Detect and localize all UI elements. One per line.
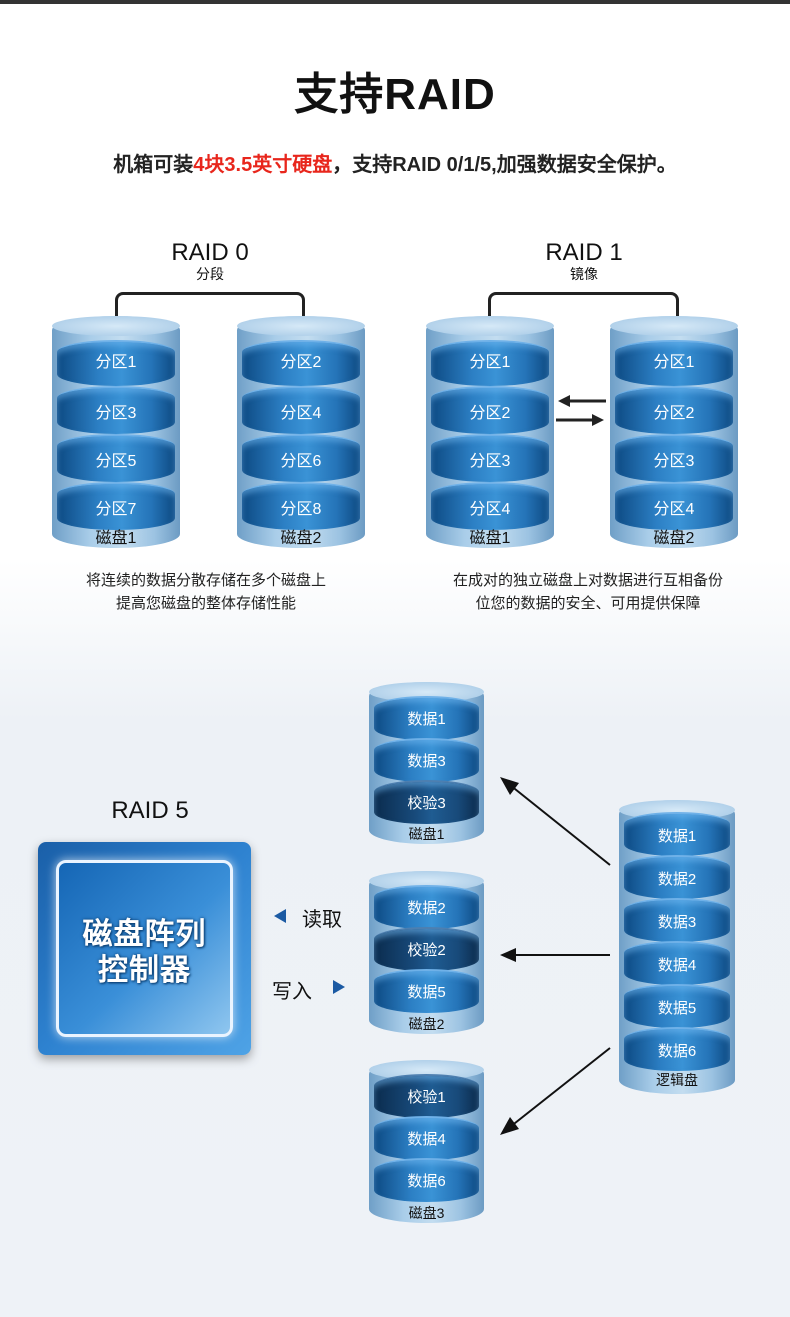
partition-block: 分区3 [615, 434, 733, 482]
data-block: 数据4 [374, 1116, 479, 1160]
data-block: 数据3 [624, 898, 730, 942]
partition-block: 分区8 [242, 482, 360, 530]
raid0-sub: 分段 [196, 266, 224, 282]
raid0-heading: RAID 0 分段 [110, 239, 310, 283]
partition-block: 分区1 [615, 340, 733, 386]
data-block: 数据4 [624, 941, 730, 985]
parity-block: 校验3 [374, 780, 479, 824]
top-border [0, 0, 790, 4]
raid1-connector [488, 292, 679, 331]
partition-block: 分区2 [615, 386, 733, 434]
partition-block: 分区1 [431, 340, 549, 386]
raid0-description: 将连续的数据分散存储在多个磁盘上 提高您磁盘的整体存储性能 [36, 569, 376, 615]
read-arrow-icon [274, 909, 286, 923]
controller-line: 磁盘阵列 [82, 918, 207, 951]
disk-array-controller: 磁盘阵列 控制器 [38, 842, 251, 1055]
partition-block: 分区2 [242, 340, 360, 386]
raid0-name: RAID 0 [171, 239, 249, 266]
data-block: 数据5 [624, 984, 730, 1028]
partition-block: 分区3 [57, 386, 175, 434]
raid5-heading: RAID 5 [50, 798, 250, 824]
disk-label: 磁盘2 [408, 1016, 445, 1032]
desc-line: 提高您磁盘的整体存储性能 [115, 595, 296, 612]
raid5-disk1: 数据1 数据3 校验3 磁盘1 [369, 682, 484, 844]
write-label: 写入 [272, 981, 312, 1003]
disk-label: 磁盘2 [653, 530, 695, 547]
mirror-arrow-icon [556, 395, 606, 426]
desc-line: 将连续的数据分散存储在多个磁盘上 [85, 572, 326, 589]
disk-label: 磁盘1 [95, 530, 137, 547]
raid1-heading: RAID 1 镜像 [484, 239, 684, 283]
partition-block: 分区2 [431, 386, 549, 434]
disk-label: 磁盘2 [280, 530, 322, 547]
raid5-name: RAID 5 [111, 797, 189, 824]
logical-disk: 数据1 数据2 数据3 数据4 数据5 数据6 逻辑盘 [619, 800, 735, 1094]
partition-block: 分区1 [57, 340, 175, 386]
subtitle-prefix: 机箱可装 [113, 154, 194, 176]
raid1-name: RAID 1 [545, 239, 623, 266]
raid5-distribution-arrow-icon [500, 777, 611, 1135]
data-block: 数据3 [374, 738, 479, 782]
raid0-connector [115, 292, 305, 331]
write-arrow-icon [333, 980, 345, 994]
page-title: 支持RAID [294, 70, 496, 119]
subtitle-highlight: 4块3.5英寸硬盘 [193, 154, 333, 176]
data-block: 数据6 [374, 1158, 479, 1202]
parity-block: 校验1 [374, 1074, 479, 1118]
partition-block: 分区4 [615, 482, 733, 530]
disk-label: 磁盘1 [469, 530, 511, 547]
subtitle-suffix: ，支持RAID 0/1/5,加强数据安全保护。 [332, 154, 677, 176]
partition-block: 分区6 [242, 434, 360, 482]
partition-block: 分区3 [431, 434, 549, 482]
raid1-disk2: 分区1 分区2 分区3 分区4 磁盘2 [610, 316, 738, 548]
raid0-disk2: 分区2 分区4 分区6 分区8 磁盘2 [237, 316, 365, 548]
disk-label: 磁盘1 [408, 826, 445, 842]
controller-line: 控制器 [98, 954, 191, 987]
desc-line: 位您的数据的安全、可用提供保障 [475, 595, 701, 612]
partition-block: 分区5 [57, 434, 175, 482]
raid5-disk3: 校验1 数据4 数据6 磁盘3 [369, 1060, 484, 1223]
read-label: 读取 [302, 909, 342, 931]
data-block: 数据2 [624, 855, 730, 899]
partition-block: 分区7 [57, 482, 175, 530]
partition-block: 分区4 [242, 386, 360, 434]
partition-block: 分区4 [431, 482, 549, 530]
raid1-disk1: 分区1 分区2 分区3 分区4 磁盘1 [426, 316, 554, 548]
disk-label: 逻辑盘 [656, 1072, 698, 1088]
raid1-sub: 镜像 [570, 266, 598, 282]
data-block: 数据1 [374, 696, 479, 740]
data-block: 数据1 [624, 812, 730, 856]
page-subtitle: 机箱可装4块3.5英寸硬盘，支持RAID 0/1/5,加强数据安全保护。 [0, 148, 790, 177]
disk-label: 磁盘3 [408, 1205, 445, 1221]
parity-block: 校验2 [374, 927, 479, 971]
raid0-disk1: 分区1 分区3 分区5 分区7 磁盘1 [52, 316, 180, 548]
desc-line: 在成对的独立磁盘上对数据进行互相备份 [452, 572, 723, 589]
data-block: 数据6 [624, 1027, 730, 1071]
raid5-disk2: 数据2 校验2 数据5 磁盘2 [369, 871, 484, 1034]
data-block: 数据2 [374, 885, 479, 929]
data-block: 数据5 [374, 969, 479, 1013]
raid1-description: 在成对的独立磁盘上对数据进行互相备份 位您的数据的安全、可用提供保障 [413, 569, 763, 615]
